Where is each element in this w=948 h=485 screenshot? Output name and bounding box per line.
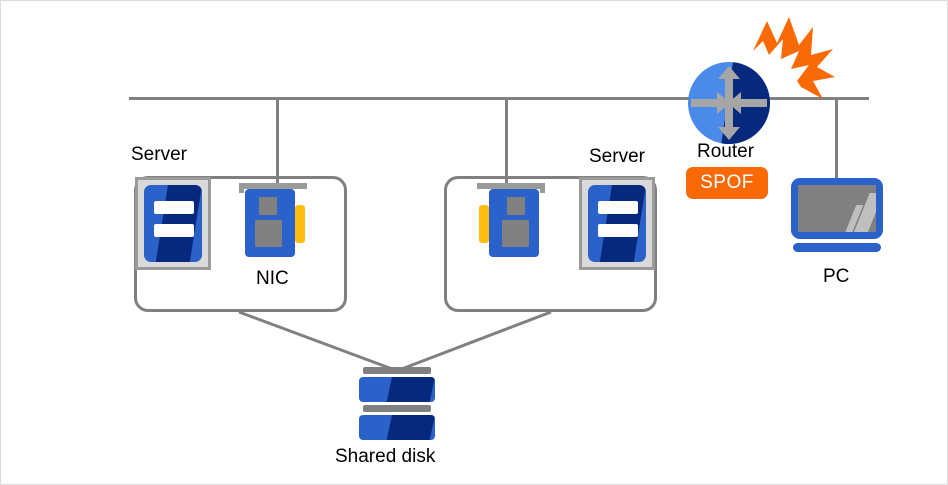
nic-bracket-tab [239,183,244,193]
nic-chip-small [507,197,525,215]
failure-burst-icon [753,17,835,99]
laptop-screen [798,185,876,232]
disk-platter-bottom [359,415,435,440]
server-indicator-bar-2 [598,224,638,237]
network-interface-card-icon [467,183,545,261]
drop-line-server-right [505,97,508,183]
disk-cap-top [363,367,431,374]
laptop-lid [791,178,883,239]
nic-bracket-tab [540,183,545,193]
nic-port-connector [479,205,489,243]
drop-line-pc [835,97,838,179]
router-icon[interactable] [687,61,771,145]
disk-cap-middle [363,405,431,412]
server-indicator-bar-1 [598,201,638,214]
laptop-icon[interactable] [791,178,883,254]
shared-disk-icon[interactable] [359,367,435,440]
server-indicator-bar-2 [154,224,194,237]
nic-chip-small [259,197,277,215]
server-right-label: Server [589,146,645,167]
shared-disk-label: Shared disk [335,446,436,467]
router-label: Router [697,141,755,162]
server-indicator-bar-1 [154,201,194,214]
server-right-box[interactable] [444,176,657,312]
server-tower-icon [579,177,655,270]
laptop-base [793,243,881,252]
nic-bracket [239,183,307,189]
server-body [144,185,202,262]
server-tower-icon [135,177,211,270]
drop-line-server-left [276,97,279,183]
nic-chip-large [255,220,282,247]
network-bus-line [129,97,869,100]
nic-label: NIC [256,268,289,289]
nic-port-connector [295,205,305,243]
network-interface-card-icon [239,183,317,261]
server-body [588,185,646,262]
status-badge: SPOF [686,167,768,199]
pc-label: PC [823,266,850,287]
disk-platter-top [359,377,435,402]
nic-chip-large [502,220,529,247]
server-left-label: Server [131,144,187,165]
